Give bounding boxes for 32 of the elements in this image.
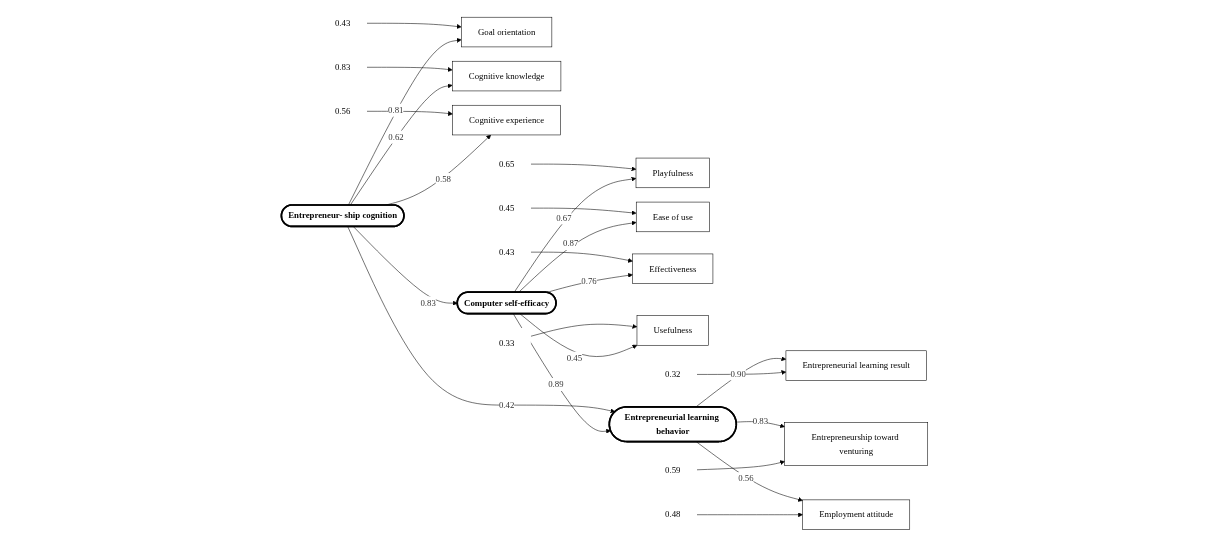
node-text: 0.32: [665, 368, 681, 379]
edge-label: 0.62: [388, 131, 405, 141]
node-text: 0.65: [499, 158, 515, 169]
node-text: 0.56: [335, 105, 351, 116]
node-box: Goal orientation: [461, 16, 553, 47]
node-box: Entrepreneurial learning result: [786, 350, 928, 381]
edge-label: 0.42: [499, 399, 515, 409]
node-box: Cognitive experience: [452, 104, 562, 135]
node-box: Employment attitude: [802, 499, 911, 530]
node-text: 0.48: [665, 509, 681, 519]
edge-label: 0.67: [556, 212, 573, 222]
node-text: 0.59: [665, 465, 681, 475]
node-box: Ease of use: [636, 201, 711, 232]
node-box: Cognitive knowledge: [452, 60, 562, 91]
node-box: Entrepreneurship toward venturing: [784, 421, 929, 466]
node-text: 0.83: [335, 61, 351, 72]
edge-label: 0.83: [420, 297, 437, 307]
edge-label: 0.87: [563, 238, 579, 248]
node-box: Effectiveness: [632, 253, 714, 284]
edge-label: 0.81: [388, 104, 404, 115]
edge-label: 0.76: [581, 275, 598, 286]
node-text: 0.43: [499, 246, 515, 257]
edge-label: 0.89: [548, 379, 565, 389]
node-box: Usefulness: [637, 314, 710, 346]
node-text: 0.43: [335, 17, 351, 28]
node-text: 0.45: [499, 202, 515, 213]
edge-label: 0.45: [567, 352, 583, 363]
edge-label: 0.56: [738, 473, 755, 483]
edge-label: 0.58: [436, 174, 452, 184]
edge-label: 0.83: [753, 415, 769, 425]
node-box: Playfulness: [636, 157, 711, 188]
edge-label: 0.90: [730, 368, 747, 379]
